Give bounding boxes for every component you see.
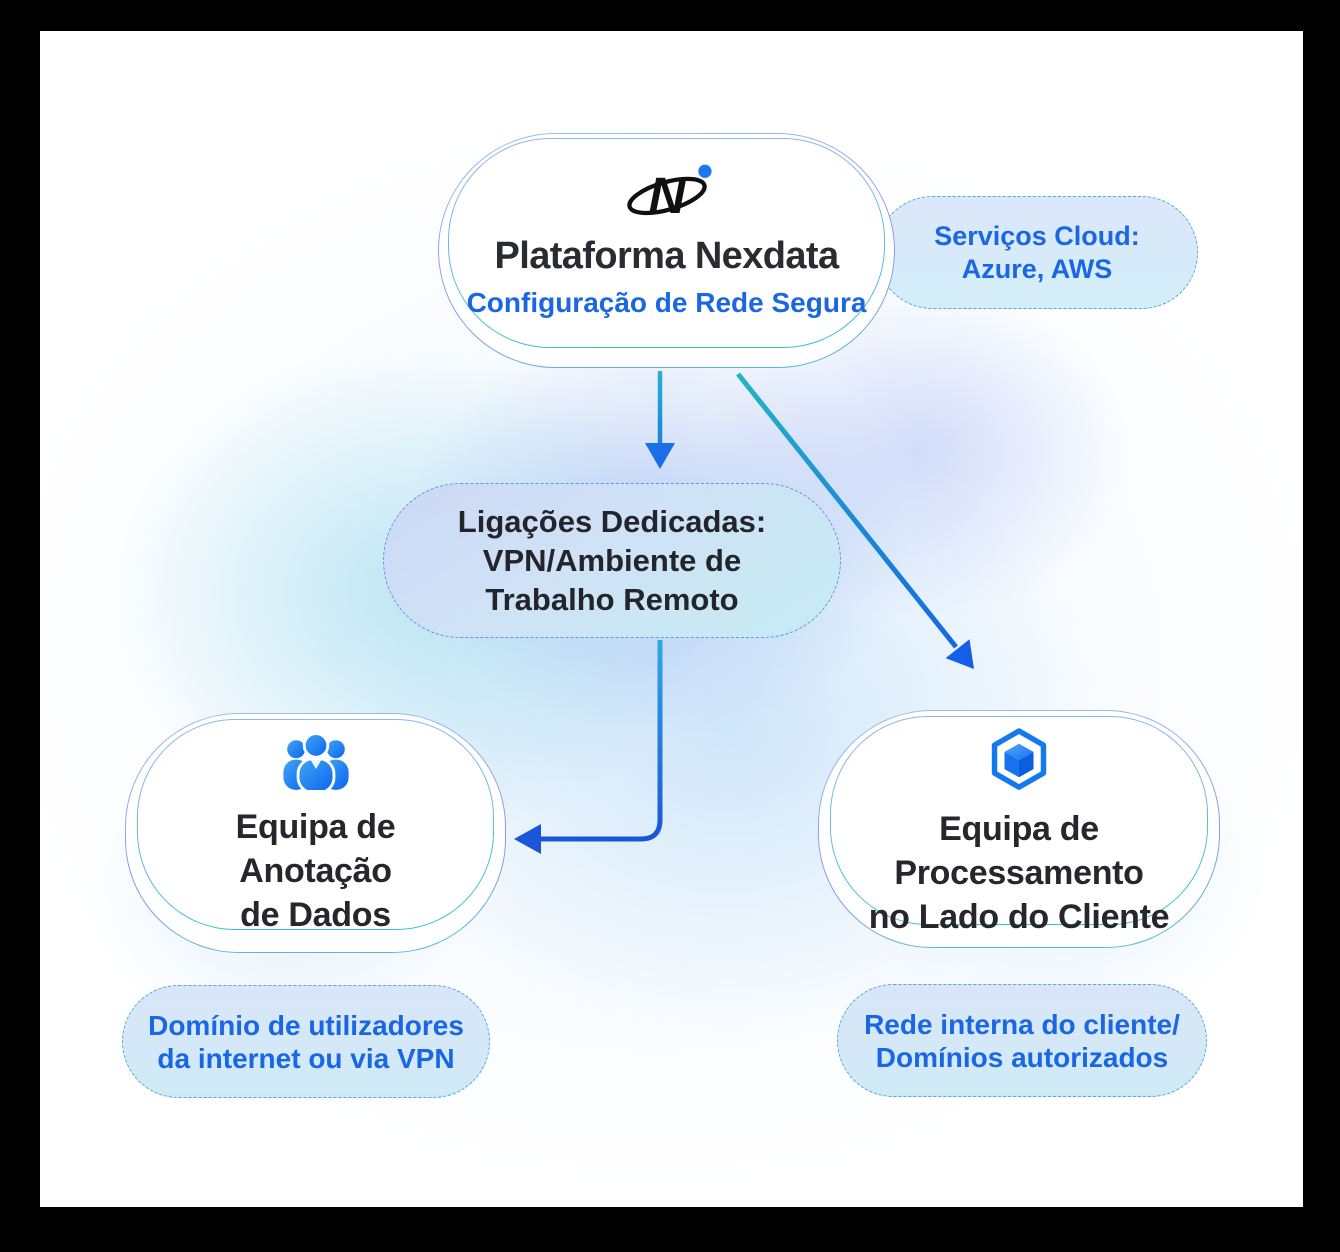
annotation-team-node: Equipa de Anotação de Dados [125, 713, 506, 953]
annotation-line2: Anotação [239, 852, 392, 890]
annotation-line3: de Dados [240, 896, 391, 934]
arrow-dedicated-to-annotation-team [514, 640, 663, 854]
arrowhead-left [514, 824, 541, 854]
cube-hexagon-icon [991, 728, 1047, 790]
nexdata-ai-logo-icon: N [626, 164, 712, 224]
annotation-domain-badge: Domínio de utilizadores da internet ou v… [122, 985, 490, 1098]
dedicated-line1: Ligações Dedicadas: [457, 504, 767, 539]
client-processing-team-node: Equipa de Processamento no Lado do Clien… [818, 710, 1220, 948]
dedicated-line2: VPN/Ambiente de [482, 543, 742, 578]
cloud-badge-line1: Serviços Cloud: [934, 220, 1140, 251]
platform-subtitle: Configuração de Rede Segura [466, 287, 867, 318]
platform-node-inner-ring [448, 138, 885, 348]
platform-node: N Plataforma Nexdata Configuração de Red… [438, 133, 895, 368]
dedicated-links-node: Ligações Dedicadas: VPN/Ambiente de Trab… [383, 483, 841, 638]
client-badge-line1: Rede interna do cliente/ [864, 1008, 1180, 1040]
arrow-platform-to-dedicated [645, 371, 675, 469]
diagram-canvas: Serviços Cloud: Azure, AWS N Plataforma … [40, 31, 1303, 1207]
client-badge-line2: Domínios autorizados [875, 1041, 1169, 1073]
cloud-services-badge: Serviços Cloud: Azure, AWS [876, 196, 1198, 309]
client-line2: Processamento [894, 854, 1144, 892]
client-network-badge: Rede interna do cliente/ Domínios autori… [837, 984, 1207, 1097]
client-line3: no Lado do Cliente [868, 898, 1170, 936]
client-line1: Equipa de [939, 810, 1099, 848]
arrowhead-down [645, 443, 675, 469]
arrowhead-diagonal [945, 639, 974, 669]
dedicated-line3: Trabalho Remoto [485, 582, 739, 617]
annotation-badge-line1: Domínio de utilizadores [148, 1009, 464, 1041]
annotation-line1: Equipa de [235, 808, 396, 846]
platform-title: Plataforma Nexdata [494, 235, 839, 277]
annotation-badge-line2: da internet ou via VPN [157, 1042, 455, 1074]
svg-text:N: N [648, 167, 686, 224]
cloud-badge-line2: Azure, AWS [961, 253, 1113, 284]
team-users-icon [282, 732, 349, 795]
